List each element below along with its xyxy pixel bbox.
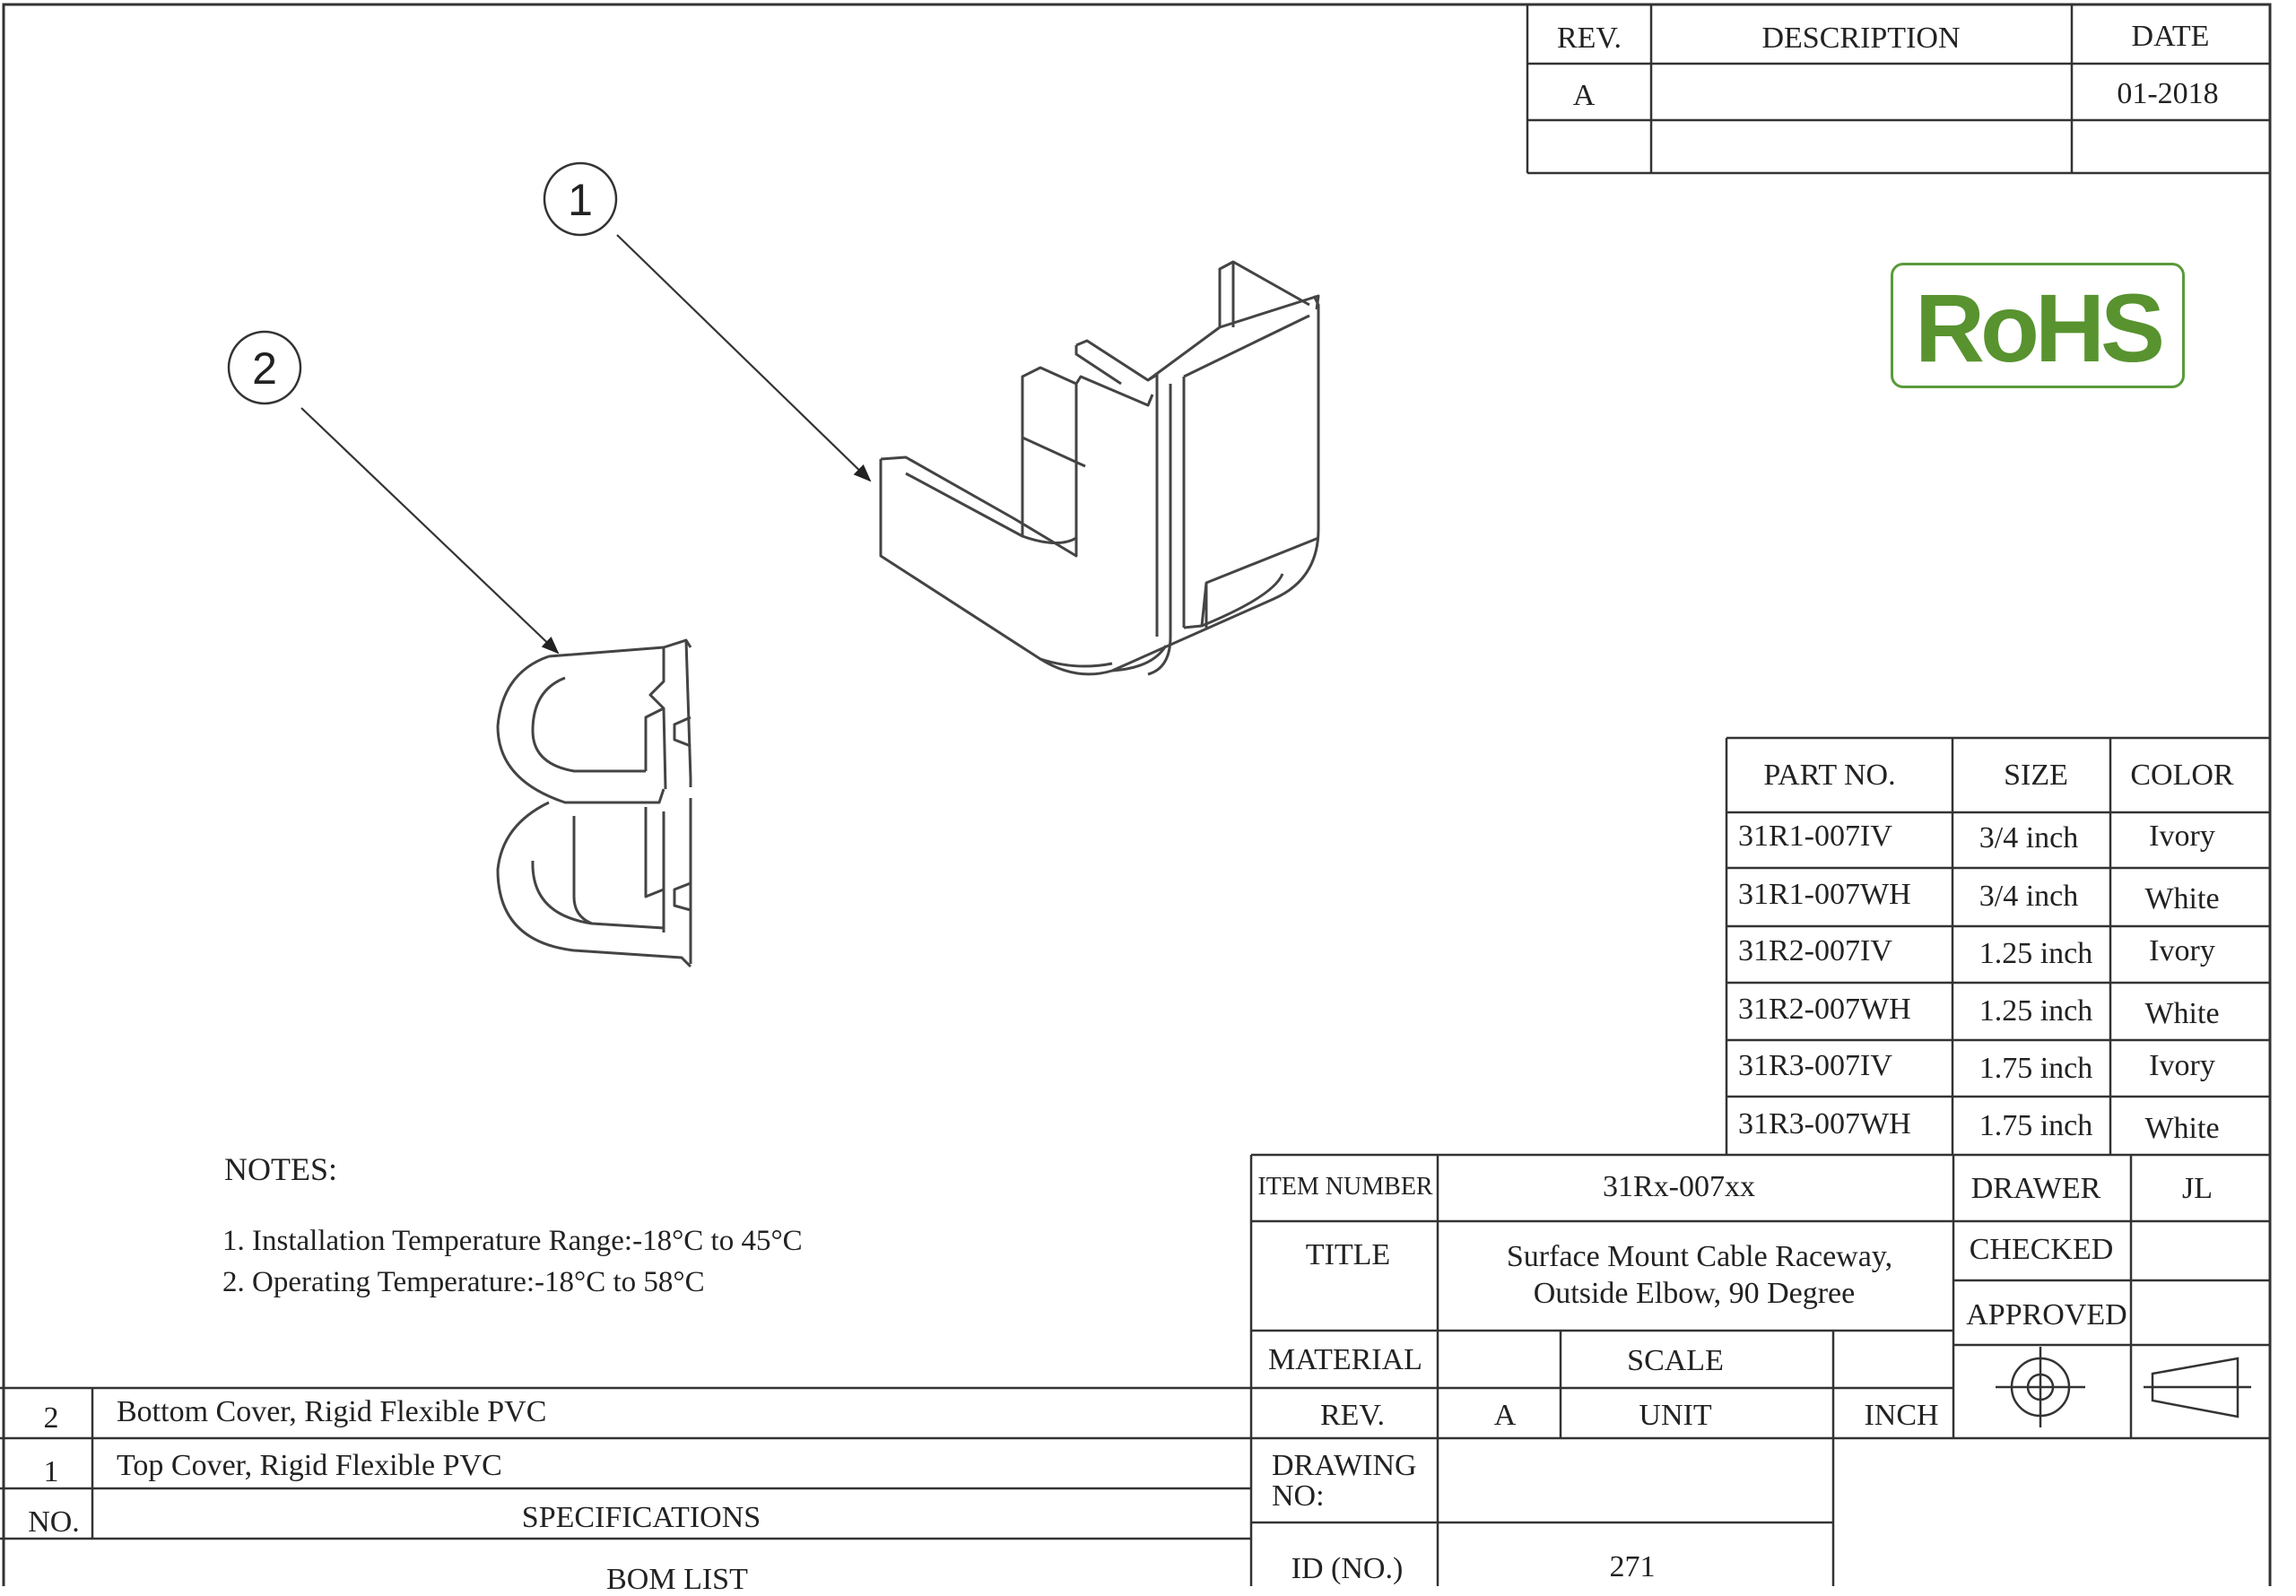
title-line-1: Surface Mount Cable Raceway,	[1506, 1240, 1893, 1273]
title-line-2: Outside Elbow, 90 Degree	[1533, 1277, 1856, 1310]
callout-2: 2	[252, 343, 277, 394]
part-row-4-color: White	[2144, 997, 2220, 1030]
size-header: SIZE	[2004, 759, 2068, 792]
part-row-2-color: White	[2144, 882, 2220, 915]
part-row-3-size: 1.25 inch	[1979, 937, 2093, 970]
bom-grid	[0, 1386, 1251, 1540]
part-2-bottom-cover	[496, 638, 692, 968]
leader-1	[616, 234, 872, 482]
description-header: DESCRIPTION	[1761, 22, 1961, 55]
bom-row-2-no: 1	[43, 1455, 59, 1488]
part-row-3-part: 31R2-007IV	[1738, 934, 1892, 967]
date-header: DATE	[2131, 20, 2210, 53]
notes-title: NOTES:	[224, 1151, 337, 1187]
callout-1: 1	[568, 175, 593, 225]
part-row-3-color: Ivory	[2149, 934, 2215, 967]
rev-header: REV.	[1556, 22, 1622, 55]
part-row-1-part: 31R1-007IV	[1738, 820, 1892, 853]
rev-value: A	[1493, 1399, 1517, 1432]
part-no-header: PART NO.	[1763, 759, 1896, 792]
unit-value: INCH	[1864, 1399, 1939, 1432]
part-row-6-color: White	[2144, 1112, 2220, 1145]
parts-table-grid	[1725, 736, 2270, 1155]
scale-label: SCALE	[1627, 1344, 1724, 1377]
title-block-grid	[0, 1153, 2270, 1586]
projection-frustum	[2151, 1357, 2239, 1418]
callout-circle-1	[543, 161, 618, 237]
unit-label: UNIT	[1639, 1399, 1712, 1432]
drawing-no-label-line-1: DRAWING	[1272, 1449, 1417, 1482]
callout-circle-2	[227, 330, 302, 405]
drawer-value: JL	[2182, 1172, 2213, 1205]
rohs-logo-text: RoHS	[1915, 273, 2165, 382]
drawing-no-label-line-2: NO:	[1272, 1479, 1325, 1513]
revision-block-grid	[1526, 4, 2270, 175]
color-header: COLOR	[2130, 759, 2234, 792]
id-label: ID (NO.)	[1291, 1552, 1404, 1585]
part-row-2-part: 31R1-007WH	[1738, 878, 1911, 911]
material-label: MATERIAL	[1268, 1343, 1422, 1376]
title-label: TITLE	[1305, 1238, 1391, 1271]
part-row-1-color: Ivory	[2149, 820, 2215, 853]
part-row-2-size: 3/4 inch	[1979, 880, 2079, 913]
part-row-1-size: 3/4 inch	[1979, 821, 2079, 854]
item-number-label: ITEM NUMBER	[1257, 1173, 1433, 1201]
checked-label: CHECKED	[1969, 1233, 2114, 1266]
part-1-top-cover	[879, 260, 1320, 676]
part-row-6-size: 1.75 inch	[1979, 1109, 2093, 1142]
approved-label: APPROVED	[1966, 1298, 2127, 1331]
part-row-5-size: 1.75 inch	[1979, 1052, 2093, 1085]
part-row-4-part: 31R2-007WH	[1738, 993, 1911, 1026]
bom-spec-header: SPECIFICATIONS	[521, 1501, 761, 1534]
drawer-label: DRAWER	[1970, 1172, 2101, 1205]
leader-2	[300, 407, 560, 655]
bom-no-header: NO.	[28, 1505, 80, 1539]
note-1: 1. Installation Temperature Range:-18°C …	[222, 1225, 803, 1257]
rev-label: REV.	[1319, 1399, 1386, 1432]
bom-list-title: BOM LIST	[606, 1563, 748, 1596]
item-number-value: 31Rx-007xx	[1603, 1170, 1755, 1203]
rev-row-1-rev: A	[1572, 79, 1596, 112]
id-value: 271	[1609, 1550, 1656, 1583]
bom-row-1-spec: Bottom Cover, Rigid Flexible PVC	[117, 1395, 547, 1428]
part-row-5-part: 31R3-007IV	[1738, 1049, 1892, 1082]
sheet-border	[2, 3, 2272, 1586]
bom-row-1-no: 2	[43, 1401, 59, 1435]
rev-row-1-date: 01-2018	[2117, 77, 2219, 110]
part-row-4-size: 1.25 inch	[1979, 994, 2093, 1028]
part-row-5-color: Ivory	[2149, 1049, 2215, 1082]
note-2: 2. Operating Temperature:-18°C to 58°C	[222, 1266, 705, 1298]
bom-row-2-spec: Top Cover, Rigid Flexible PVC	[117, 1449, 502, 1482]
projection-symbols	[1996, 1347, 2251, 1427]
rohs-logo: RoHS	[1891, 263, 2185, 388]
part-row-6-part: 31R3-007WH	[1738, 1107, 1911, 1141]
